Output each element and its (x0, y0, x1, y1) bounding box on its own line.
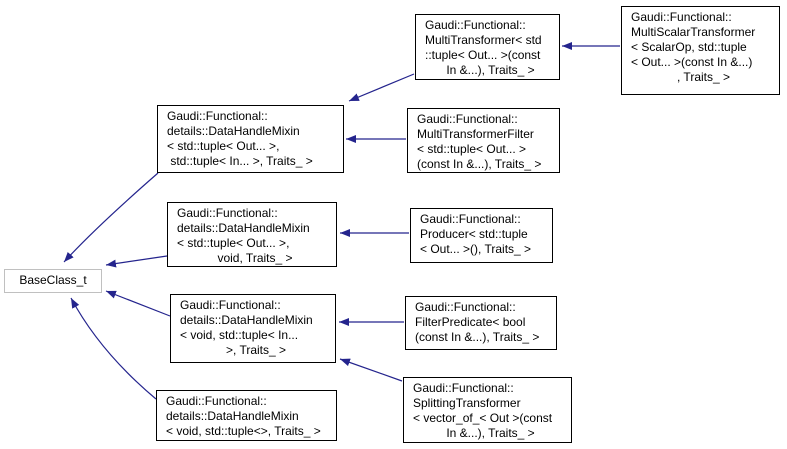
class-node-label-line: < vector_of_< Out >(const (413, 411, 553, 425)
class-node-label-line: In &...), Traits_ > (446, 63, 535, 77)
inheritance-edge-datahandlemixin-out-in-to-baseclass-t (63, 172, 159, 263)
class-node-label-line: < Out... >(const In &...) (631, 55, 753, 69)
class-node-datahandlemixin-out-void[interactable]: Gaudi::Functional::details::DataHandleMi… (167, 202, 337, 267)
class-node-label-line: < void, std::tuple<>, Traits_ > (166, 424, 321, 438)
class-node-multitransformerfilter[interactable]: Gaudi::Functional::MultiTransformerFilte… (407, 108, 560, 173)
class-node-datahandlemixin-out-in[interactable]: Gaudi::Functional::details::DataHandleMi… (157, 105, 344, 173)
class-node-label-line: (const In &...), Traits_ > (417, 157, 542, 171)
class-node-label-line: FilterPredicate< bool (415, 315, 526, 329)
class-node-label-line: MultiTransformerFilter (417, 127, 534, 141)
class-node-label-line: < Out... >(), Traits_ > (420, 242, 532, 256)
class-node-label-line: Gaudi::Functional:: (180, 298, 281, 312)
class-node-label-line: MultiScalarTransformer (631, 25, 756, 39)
class-node-label-line: Gaudi::Functional:: (413, 381, 514, 395)
class-node-multitransformer[interactable]: Gaudi::Functional::MultiTransformer< std… (415, 14, 560, 80)
class-node-label-line: BaseClass_t (19, 273, 87, 287)
class-node-label-line: Gaudi::Functional:: (167, 109, 268, 123)
class-node-label-line: , Traits_ > (676, 70, 731, 84)
class-node-multiscalartransformer[interactable]: Gaudi::Functional::MultiScalarTransforme… (621, 6, 780, 95)
inheritance-edge-datahandlemixin-void-in-to-baseclass-t (105, 290, 171, 317)
class-node-label-line: void, Traits_ > (217, 251, 293, 265)
class-node-label-line: ::tuple< Out... >(const (425, 48, 541, 62)
class-node-label-line: < std::tuple< Out... >, (177, 236, 290, 250)
class-node-label-line: < ScalarOp, std::tuple (631, 40, 747, 54)
class-node-label-line: < std::tuple< Out... > (417, 142, 527, 156)
class-node-filterpredicate[interactable]: Gaudi::Functional::FilterPredicate< bool… (405, 296, 557, 350)
class-node-label-line: details::DataHandleMixin (166, 409, 299, 423)
class-node-label-line: (const In &...), Traits_ > (415, 330, 540, 344)
class-node-producer[interactable]: Gaudi::Functional::Producer< std::tuple<… (410, 208, 553, 263)
class-node-label-line: < void, std::tuple< In... (180, 328, 299, 342)
class-node-label-line: Gaudi::Functional:: (631, 10, 732, 24)
class-node-label-line: SplittingTransformer (413, 396, 521, 410)
class-node-label-line: < std::tuple< Out... >, (167, 139, 280, 153)
class-node-label-line: details::DataHandleMixin (180, 313, 313, 327)
class-node-label-line: In &...), Traits_ > (446, 426, 535, 440)
class-node-label-line: details::DataHandleMixin (167, 124, 300, 138)
class-node-datahandlemixin-void-empty[interactable]: Gaudi::Functional::details::DataHandleMi… (156, 390, 337, 441)
class-node-label-line: Gaudi::Functional:: (417, 112, 518, 126)
class-node-label-line: MultiTransformer< std (425, 33, 542, 47)
class-node-datahandlemixin-void-in[interactable]: Gaudi::Functional::details::DataHandleMi… (170, 294, 336, 363)
inheritance-edge-splittingtransformer-to-datahandlemixin-void-in (339, 358, 403, 382)
inheritance-edge-multitransformer-to-datahandlemixin-out-in (348, 73, 415, 102)
inheritance-edge-datahandlemixin-void-empty-to-baseclass-t (70, 297, 157, 400)
class-node-label-line: std::tuple< In... >, Traits_ > (167, 154, 313, 168)
class-node-label-line: Gaudi::Functional:: (425, 18, 526, 32)
class-node-splittingtransformer[interactable]: Gaudi::Functional::SplittingTransformer<… (403, 377, 572, 443)
class-node-label-line: Gaudi::Functional:: (420, 212, 521, 226)
class-node-baseclass-t[interactable]: BaseClass_t (4, 269, 102, 293)
class-node-label-line: Gaudi::Functional:: (166, 394, 267, 408)
class-node-label-line: >, Traits_ > (225, 343, 287, 357)
class-node-label-line: details::DataHandleMixin (177, 221, 310, 235)
class-node-label-line: Gaudi::Functional:: (177, 206, 278, 220)
class-node-label-line: Gaudi::Functional:: (415, 300, 516, 314)
class-node-label-line: Producer< std::tuple (420, 227, 528, 241)
inheritance-edge-datahandlemixin-out-void-to-baseclass-t (105, 255, 168, 268)
